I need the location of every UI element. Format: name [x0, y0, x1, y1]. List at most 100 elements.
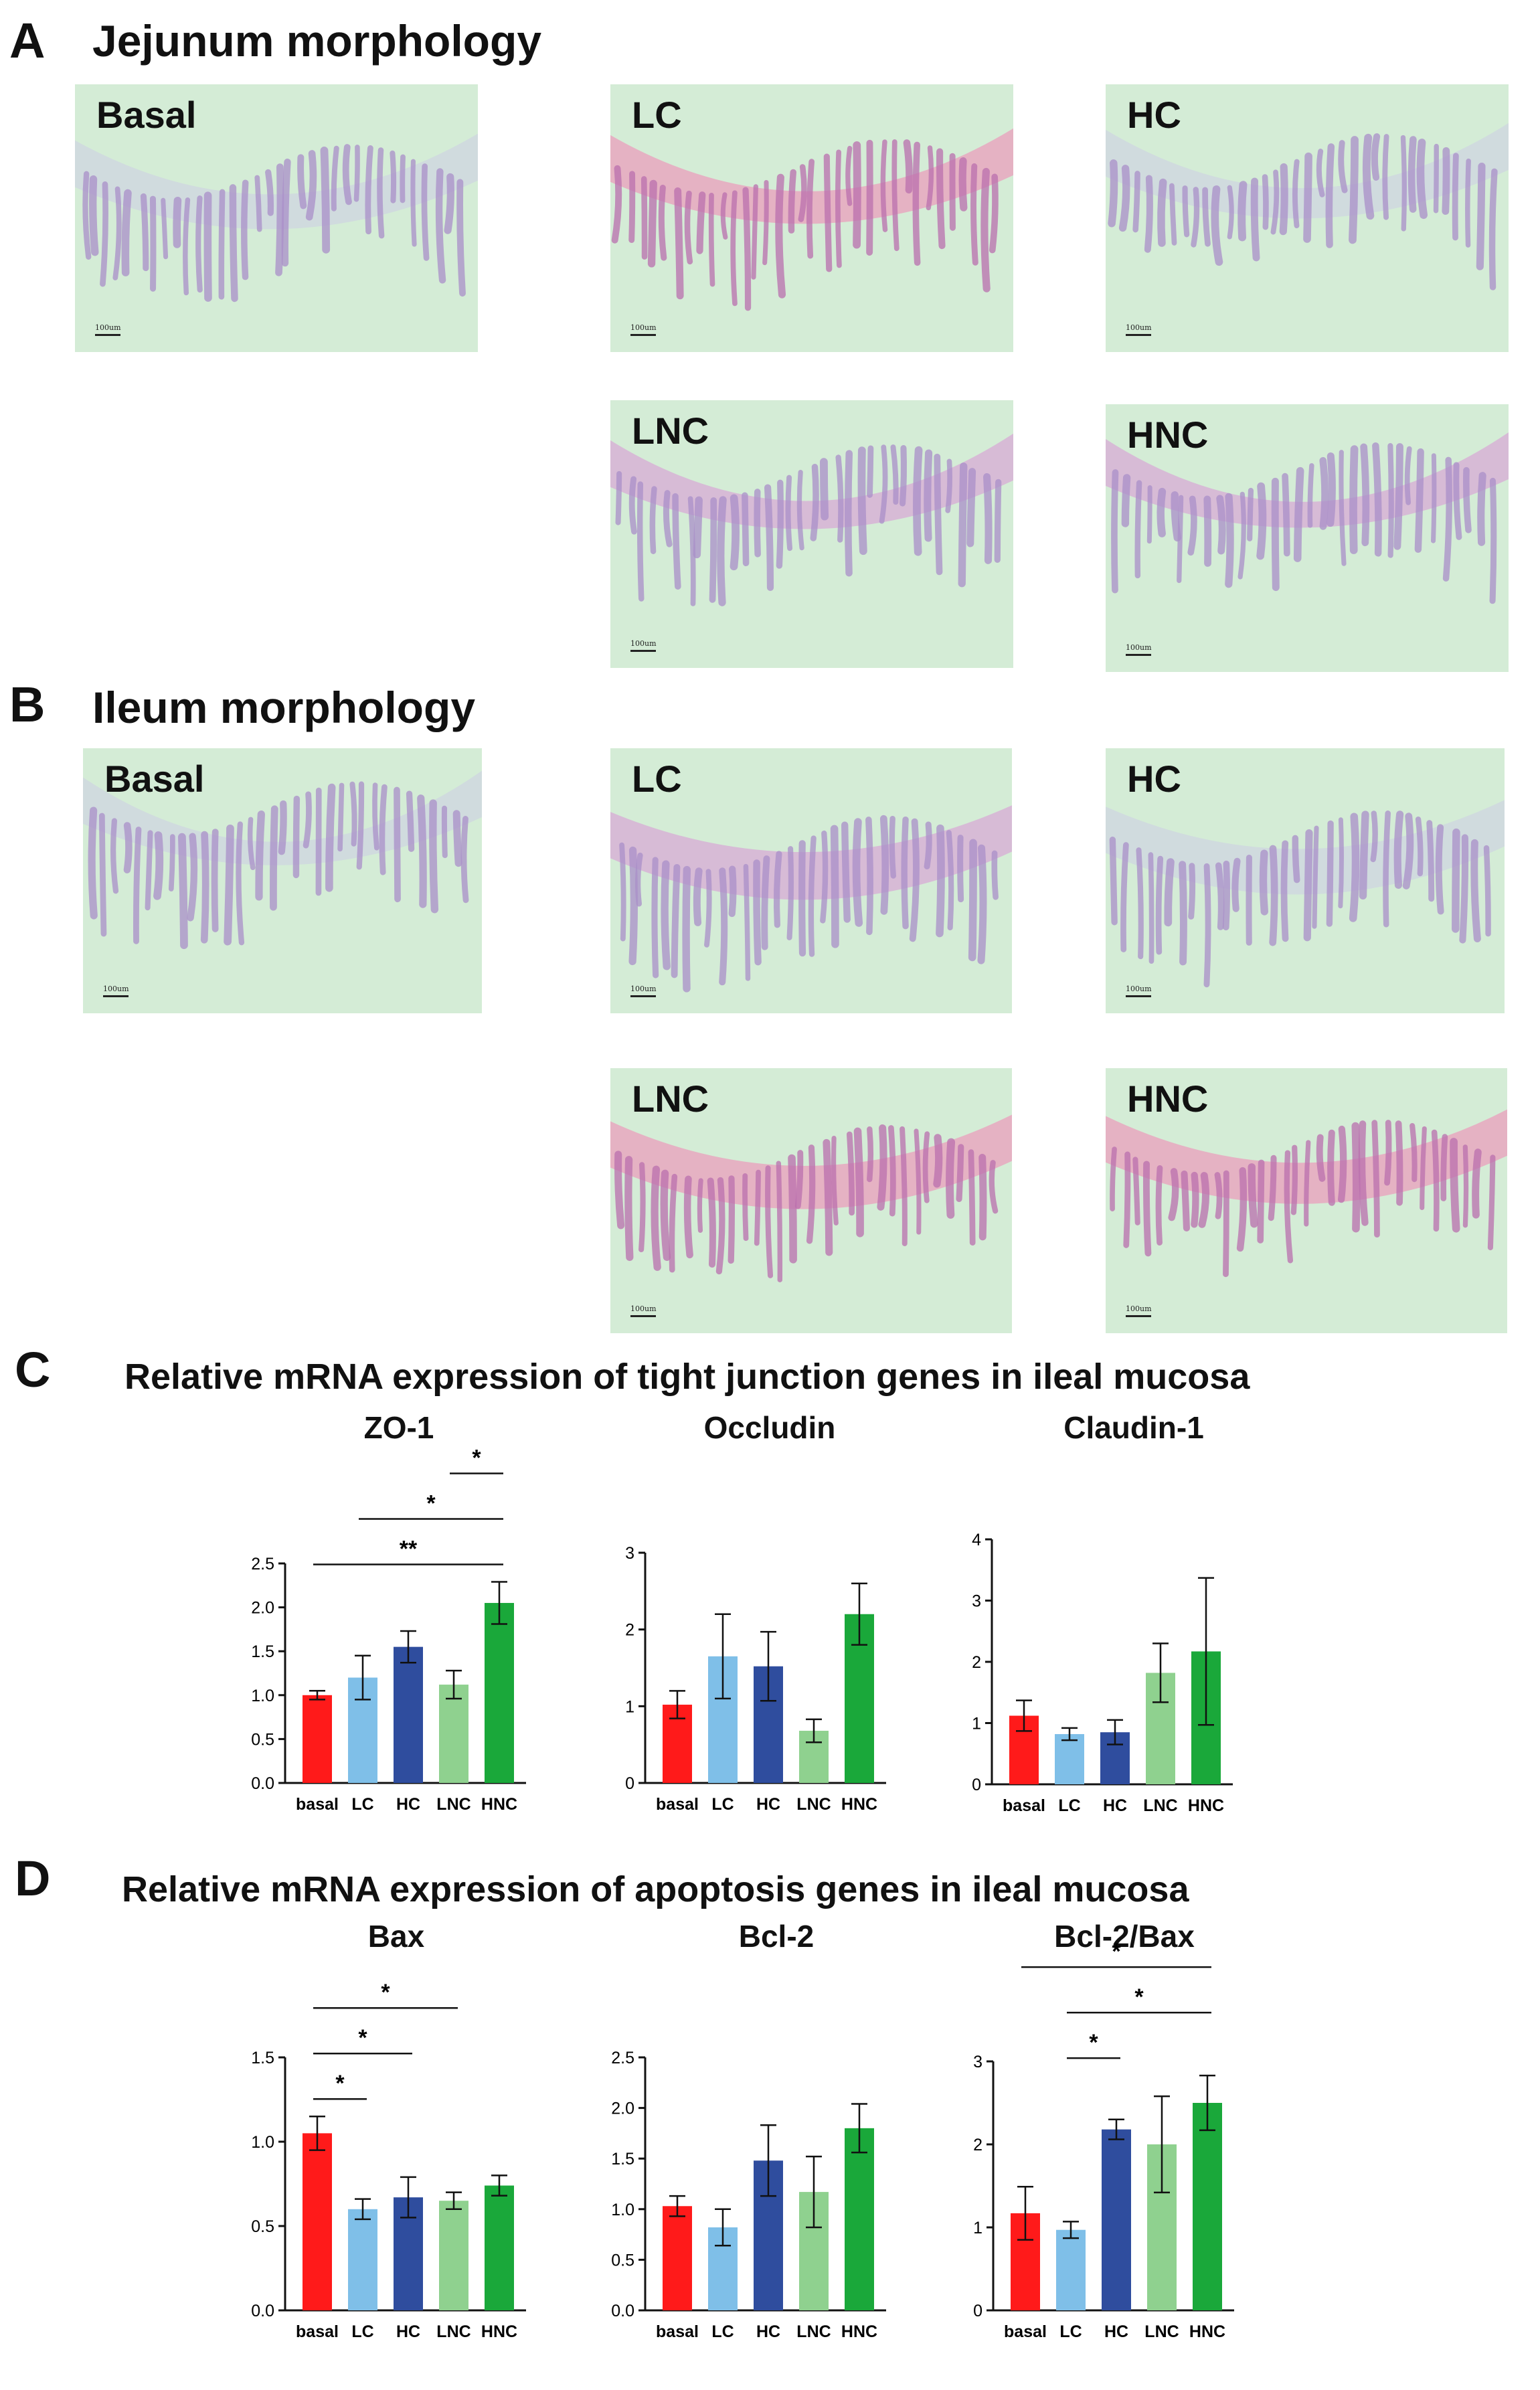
- bar-hnc: [845, 1614, 874, 1783]
- image-label: LC: [632, 758, 682, 800]
- x-tick-label: HNC: [481, 2322, 517, 2341]
- bar-lnc: [439, 1685, 468, 1783]
- histology-image-a-hnc: HNC 100um: [1106, 404, 1509, 672]
- y-tick-label: 1.5: [611, 2150, 634, 2168]
- scale-bar: [630, 995, 656, 997]
- significance-label: *: [426, 1491, 436, 1517]
- y-tick-label: 0.0: [611, 2302, 634, 2320]
- scale-bar: [1126, 654, 1151, 656]
- x-tick-label: LNC: [796, 1795, 831, 1814]
- bar-basal: [1009, 1715, 1039, 1784]
- histology-image-b-lc: LC 100um: [610, 748, 1012, 1013]
- y-tick-label: 1: [972, 1715, 981, 1733]
- chart-title: ZO-1: [363, 1410, 434, 1445]
- image-label: LNC: [632, 1078, 709, 1120]
- x-tick-label: HNC: [841, 2322, 877, 2341]
- x-tick-label: HC: [396, 2322, 420, 2341]
- y-tick-label: 0.5: [251, 1730, 274, 1749]
- image-label: HC: [1127, 94, 1181, 136]
- significance-label: *: [472, 1446, 481, 1471]
- scale-bar: [1126, 334, 1151, 336]
- histology-image-a-basal: Basal 100um: [75, 84, 478, 352]
- x-tick-label: LC: [1059, 2322, 1082, 2341]
- panel-b-title: Ileum morphology: [92, 683, 476, 732]
- bar-hnc: [485, 1603, 514, 1783]
- significance-label: *: [335, 2071, 345, 2096]
- bar-hnc: [485, 2185, 514, 2310]
- scale-bar: [1126, 1315, 1151, 1317]
- y-tick-label: 2.0: [251, 1599, 274, 1618]
- scale-bar-label: 100um: [1126, 1304, 1152, 1313]
- x-tick-label: HC: [756, 2322, 780, 2341]
- x-tick-label: LNC: [1143, 1796, 1177, 1815]
- bar-hnc: [1193, 2103, 1222, 2310]
- y-tick-label: 1: [625, 1697, 634, 1716]
- x-tick-label: HNC: [841, 1795, 877, 1814]
- y-tick-label: 1.0: [611, 2201, 634, 2219]
- y-tick-label: 2: [973, 2136, 982, 2154]
- panel-letter-d: D: [15, 1851, 51, 1906]
- y-tick-label: 0: [625, 1774, 634, 1793]
- y-tick-label: 0: [972, 1776, 981, 1794]
- scale-bar: [630, 650, 656, 652]
- x-tick-label: LNC: [436, 1795, 470, 1814]
- x-tick-label: LNC: [436, 2322, 470, 2341]
- y-tick-label: 0.0: [251, 2302, 274, 2320]
- scale-bar-label: 100um: [1126, 985, 1152, 993]
- chart-title: Bcl-2: [738, 1919, 815, 1954]
- panel-letter-b: B: [9, 677, 46, 732]
- chart-title: Bax: [367, 1919, 425, 1954]
- scale-bar-label: 100um: [1126, 323, 1152, 332]
- scale-bar-label: 100um: [630, 323, 657, 332]
- y-tick-label: 2.5: [251, 1555, 274, 1573]
- x-tick-label: HC: [396, 1795, 420, 1814]
- bar-hc: [1102, 2129, 1131, 2310]
- scale-bar-label: 100um: [630, 639, 657, 648]
- x-tick-label: HC: [756, 1795, 780, 1814]
- chart-title: Occludin: [703, 1410, 836, 1445]
- x-tick-label: basal: [296, 1795, 339, 1814]
- y-tick-label: 1.5: [251, 2049, 274, 2067]
- y-tick-label: 2.5: [611, 2049, 634, 2067]
- y-tick-label: 0.5: [251, 2217, 274, 2236]
- panel-d-title: Relative mRNA expression of apoptosis ge…: [122, 1869, 1189, 1909]
- bar-hc: [754, 1666, 783, 1783]
- bar-lc: [708, 2227, 738, 2310]
- y-tick-label: 3: [973, 2053, 982, 2071]
- scale-bar-label: 100um: [95, 323, 121, 332]
- bar-hc: [394, 2197, 423, 2310]
- significance-label: *: [358, 2025, 367, 2051]
- bar-lc: [1056, 2229, 1086, 2310]
- scale-bar-label: 100um: [630, 1304, 657, 1313]
- bar-basal: [303, 1695, 332, 1783]
- bar-lc: [348, 1677, 377, 1783]
- significance-label: **: [400, 1537, 418, 1562]
- image-label: HNC: [1127, 414, 1209, 456]
- bar-basal: [663, 1705, 692, 1783]
- scale-bar-label: 100um: [1126, 643, 1152, 652]
- bar-hc: [1100, 1732, 1130, 1784]
- y-tick-label: 4: [972, 1531, 981, 1549]
- bar-lnc: [1146, 1673, 1175, 1784]
- scale-bar-label: 100um: [630, 985, 657, 993]
- x-tick-label: basal: [656, 1795, 699, 1814]
- image-label: Basal: [96, 94, 197, 136]
- y-tick-label: 2: [625, 1621, 634, 1640]
- y-tick-label: 0.0: [251, 1774, 274, 1793]
- scale-bar: [630, 334, 656, 336]
- y-tick-label: 1.5: [251, 1642, 274, 1661]
- x-tick-label: HNC: [1189, 2322, 1225, 2341]
- image-label: Basal: [104, 758, 205, 800]
- panel-letter-a: A: [9, 13, 46, 68]
- bar-basal: [663, 2206, 692, 2310]
- histology-image-a-hc: HC 100um: [1106, 84, 1509, 352]
- bar-lnc: [1147, 2144, 1177, 2310]
- x-tick-label: LC: [711, 2322, 734, 2341]
- scale-bar: [630, 1315, 656, 1317]
- bar-basal: [1011, 2213, 1040, 2310]
- bar-lc: [708, 1656, 738, 1783]
